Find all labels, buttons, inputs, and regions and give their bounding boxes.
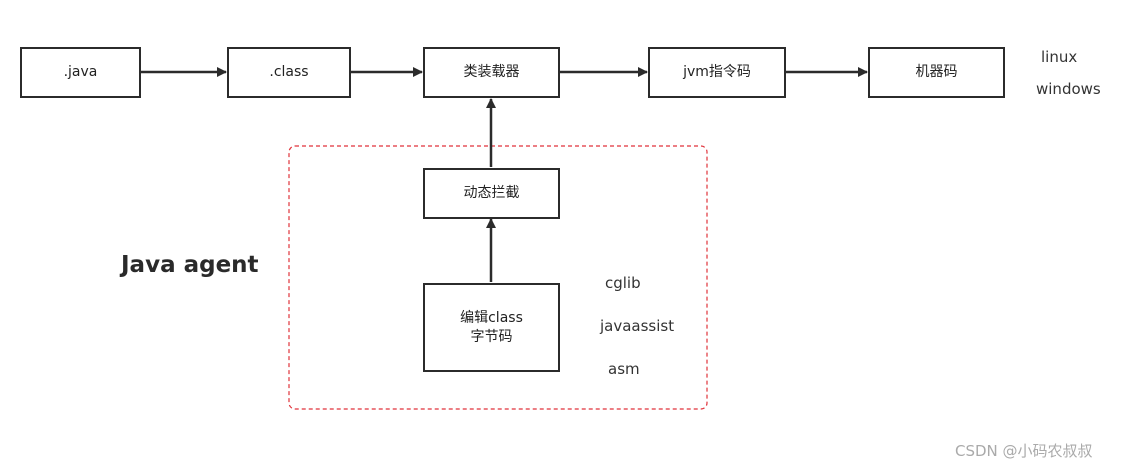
java-agent-region bbox=[288, 145, 708, 410]
dynamic-intercept-label: 动态拦截 bbox=[463, 185, 520, 201]
edit-bytecode-line1: 编辑class bbox=[460, 309, 523, 326]
edit-bytecode-line2: 字节码 bbox=[470, 328, 513, 345]
dynamic-intercept-box: 动态拦截 bbox=[423, 168, 560, 219]
lib-javaassist: javaassist bbox=[600, 317, 675, 335]
edit-bytecode-box: 编辑class 字节码 bbox=[423, 283, 560, 372]
java-agent-title: Java agent bbox=[121, 252, 259, 278]
lib-cglib: cglib bbox=[605, 274, 641, 292]
java-source-box: .java bbox=[20, 47, 141, 98]
lib-asm: asm bbox=[608, 360, 640, 378]
platform-windows: windows bbox=[1036, 80, 1101, 98]
watermark: CSDN @小码农叔叔 bbox=[955, 442, 1093, 460]
jvm-instruction-box: jvm指令码 bbox=[648, 47, 786, 98]
class-file-label: .class bbox=[269, 64, 309, 80]
platform-linux: linux bbox=[1041, 48, 1078, 66]
class-loader-box: 类装载器 bbox=[423, 47, 560, 98]
jvm-instruction-label: jvm指令码 bbox=[683, 64, 751, 80]
class-file-box: .class bbox=[227, 47, 351, 98]
machine-code-label: 机器码 bbox=[915, 64, 958, 80]
machine-code-box: 机器码 bbox=[868, 47, 1005, 98]
class-loader-label: 类装载器 bbox=[463, 64, 520, 80]
java-source-label: .java bbox=[63, 64, 98, 80]
